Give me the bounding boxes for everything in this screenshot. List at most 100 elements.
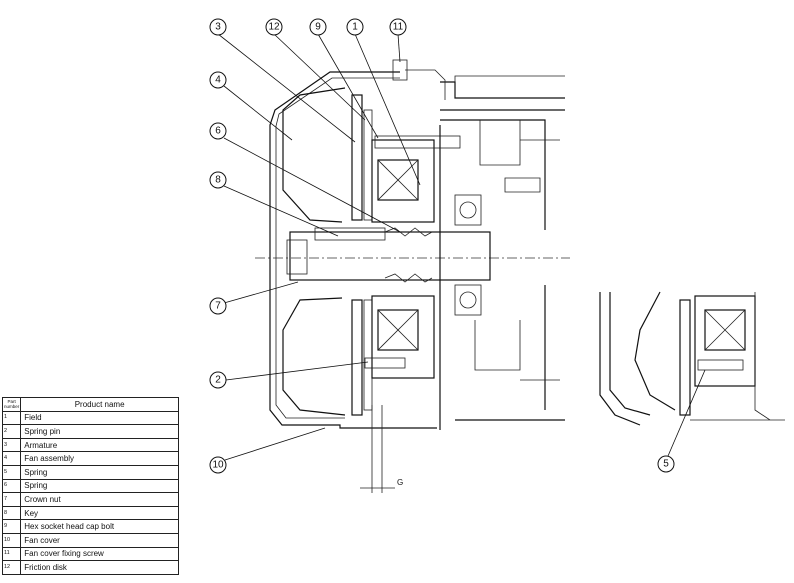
screw-bracket [405, 69, 446, 100]
part-number: 7 [1, 492, 22, 507]
motor-end-frame [439, 81, 565, 430]
product-name: Fan cover [20, 532, 179, 548]
detail-spring [697, 359, 744, 371]
bearing-ball-lower [459, 291, 477, 309]
motor-fins [454, 75, 565, 381]
callout-11: 11 [389, 18, 407, 63]
part-number: 11 [1, 546, 22, 562]
field-housing-upper [371, 139, 435, 223]
svg-text:3: 3 [215, 22, 221, 33]
bearing-ball-upper [459, 201, 477, 219]
crown-nut [286, 239, 308, 275]
key [314, 227, 386, 241]
product-name: Fan assembly [20, 451, 179, 466]
friction-disk [363, 109, 373, 221]
coil-x2 [377, 159, 419, 201]
callout-3: 3 [209, 18, 356, 143]
svg-text:2: 2 [215, 375, 221, 386]
callout-12: 12 [265, 18, 366, 121]
part-number: 8 [1, 505, 22, 521]
detail-frame [690, 292, 785, 421]
product-name: Friction disk [20, 560, 179, 575]
product-name: Armature [20, 437, 179, 453]
part-number: 12 [1, 560, 22, 575]
fan-cover-fixing-screw [392, 59, 408, 81]
svg-text:9: 9 [315, 22, 321, 33]
svg-text:1: 1 [352, 22, 358, 33]
product-name: Field [20, 410, 179, 426]
product-name: Spring [20, 464, 179, 480]
callout-10: 10 [209, 427, 326, 474]
callout-6: 6 [209, 122, 401, 233]
hex-socket-bolt [374, 135, 461, 149]
part-number: 2 [1, 424, 22, 439]
armature [351, 94, 363, 221]
callout-1: 1 [346, 18, 421, 186]
fan-assembly-upper [282, 87, 346, 223]
callout-5: 5 [657, 369, 706, 473]
detail-field-coil [704, 309, 746, 351]
header-part-number: Part number [1, 397, 22, 412]
detail-view-cover [599, 292, 651, 426]
product-name: Fan cover fixing screw [20, 546, 179, 562]
svg-text:8: 8 [215, 175, 221, 186]
field-housing-lower [371, 295, 435, 379]
part-number: 3 [1, 437, 22, 453]
callout-9: 9 [309, 18, 379, 139]
fan-assembly-lower [282, 297, 346, 416]
svg-text:10: 10 [212, 460, 224, 471]
svg-text:6: 6 [215, 126, 221, 137]
armature-lower [351, 299, 363, 416]
part-number: 4 [1, 451, 22, 466]
spring-6-lower [384, 273, 433, 283]
callout-7: 7 [209, 281, 299, 315]
part-number: 9 [1, 519, 22, 534]
spring-pin [364, 357, 406, 369]
callout-2: 2 [209, 361, 369, 389]
svg-text:4: 4 [215, 75, 221, 86]
part-number: 6 [1, 478, 22, 494]
svg-text:5: 5 [663, 459, 669, 470]
bearing-lower [454, 284, 482, 316]
fan-cover-outline [269, 71, 437, 429]
shaft [289, 231, 491, 281]
svg-text:11: 11 [393, 22, 404, 33]
table-header-row: Part number Product name [1, 397, 179, 412]
part-number: 10 [1, 532, 22, 548]
part-number: 5 [1, 464, 22, 480]
motor-frame-detail [474, 120, 541, 371]
dimension-g-label: G [397, 478, 403, 487]
header-product-name: Product name [20, 397, 179, 412]
svg-text:12: 12 [268, 22, 280, 33]
product-name: Hex socket head cap bolt [20, 519, 179, 534]
callout-8: 8 [209, 171, 339, 237]
product-name: Crown nut [20, 492, 179, 507]
detail-coil-x2 [704, 309, 746, 351]
coil-x4 [377, 309, 419, 351]
callout-4: 4 [209, 71, 293, 141]
part-number: 1 [1, 410, 22, 426]
detail-armature [679, 299, 691, 416]
fan-cover-inner [275, 77, 400, 419]
svg-text:7: 7 [215, 301, 221, 312]
product-name: Key [20, 505, 179, 521]
friction-disk-lower [363, 299, 373, 411]
detail-view-fan [634, 291, 676, 411]
bearing-upper [454, 194, 482, 226]
field-coil-lower [377, 309, 419, 351]
product-name: Spring pin [20, 424, 179, 439]
product-name: Spring [20, 478, 179, 494]
